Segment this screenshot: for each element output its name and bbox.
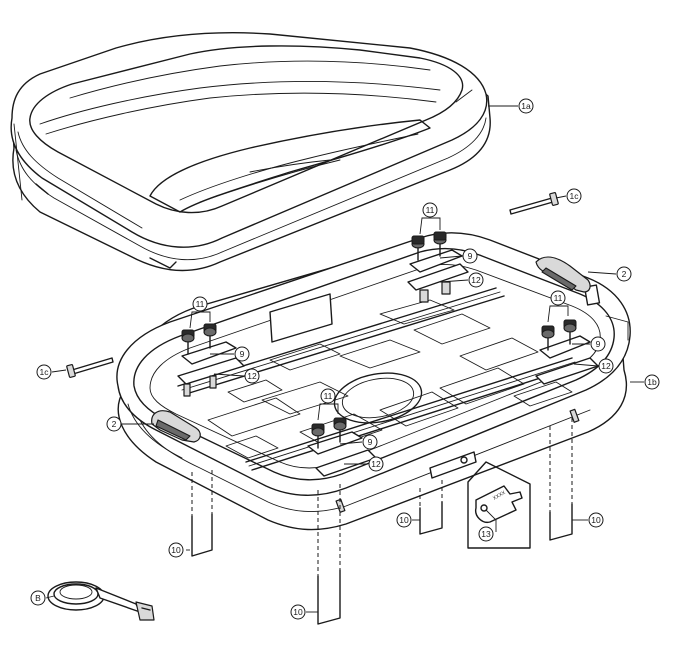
callout-b: B xyxy=(30,590,46,606)
handle-right xyxy=(535,256,591,293)
knob-label-front-text: 11 xyxy=(324,391,333,401)
knob-label-right: 11 xyxy=(550,290,566,306)
base xyxy=(116,232,631,531)
callout-1c-right: 1c xyxy=(566,188,582,204)
knob-label-back: 11 xyxy=(422,202,438,218)
callout-1c-left-label: 1c xyxy=(40,367,50,377)
callout-12-right-label: 12 xyxy=(601,361,611,371)
strap xyxy=(47,581,155,621)
u-bolt-left xyxy=(191,470,213,557)
u-bolt-right xyxy=(549,418,573,541)
callout-10-center-label: 10 xyxy=(399,515,409,525)
mount-front xyxy=(307,417,377,477)
callout-1a: 1a xyxy=(518,98,534,114)
callout-10-right-label: 10 xyxy=(591,515,601,525)
callout-10-center: 10 xyxy=(396,512,412,528)
callout-12-back: 12 xyxy=(468,272,484,288)
knob-label-back-text: 11 xyxy=(426,205,435,215)
callout-13: 13 xyxy=(478,526,494,542)
callout-12-front: 12 xyxy=(368,456,384,472)
mount-back xyxy=(407,231,469,303)
u-bolt-center xyxy=(419,480,443,535)
u-bolt-bottom xyxy=(317,484,341,625)
lid xyxy=(10,32,491,272)
callout-9-right-label: 9 xyxy=(596,339,601,349)
callout-1b-label: 1b xyxy=(647,377,657,387)
callout-12-left: 12 xyxy=(244,368,260,384)
callout-12-front-label: 12 xyxy=(371,459,381,469)
callout-13-label: 13 xyxy=(481,529,491,539)
callout-2-right: 2 xyxy=(616,266,632,282)
callout-1c-left: 1c xyxy=(36,364,52,380)
callout-9-left-label: 9 xyxy=(240,349,245,359)
callout-9-front: 9 xyxy=(362,434,378,450)
callout-1c-right-label: 1c xyxy=(570,191,580,201)
callout-1a-label: 1a xyxy=(521,101,531,111)
callout-10-left: 10 xyxy=(168,542,184,558)
knob-label-left: 11 xyxy=(192,296,208,312)
callout-1b: 1b xyxy=(644,374,660,390)
callout-2-left-label: 2 xyxy=(112,419,117,429)
key-inset: XXXX xyxy=(467,461,531,549)
knob-label-front: 11 xyxy=(320,388,336,404)
callout-9-back: 9 xyxy=(462,248,478,264)
callout-9-left: 9 xyxy=(234,346,250,362)
bolt-right xyxy=(509,192,559,215)
mount-left xyxy=(177,323,245,397)
knob-label-right-text: 11 xyxy=(554,293,563,303)
callout-10-bottom: 10 xyxy=(290,604,306,620)
callout-12-back-label: 12 xyxy=(471,275,481,285)
callout-12-left-label: 12 xyxy=(247,371,257,381)
callout-10-left-label: 10 xyxy=(171,545,181,555)
handle-left xyxy=(151,410,201,443)
callout-9-front-label: 9 xyxy=(368,437,373,447)
callout-9-back-label: 9 xyxy=(468,251,473,261)
bolt-left xyxy=(66,357,114,378)
callout-2-left: 2 xyxy=(106,416,122,432)
callout-b-label: B xyxy=(35,593,41,603)
callout-9-right: 9 xyxy=(590,336,606,352)
leader-lines xyxy=(45,105,644,613)
callout-10-right: 10 xyxy=(588,512,604,528)
callout-10-bottom-label: 10 xyxy=(293,607,303,617)
callout-12-right: 12 xyxy=(598,358,614,374)
knob-label-left-text: 11 xyxy=(196,299,205,309)
callout-2-right-label: 2 xyxy=(622,269,627,279)
